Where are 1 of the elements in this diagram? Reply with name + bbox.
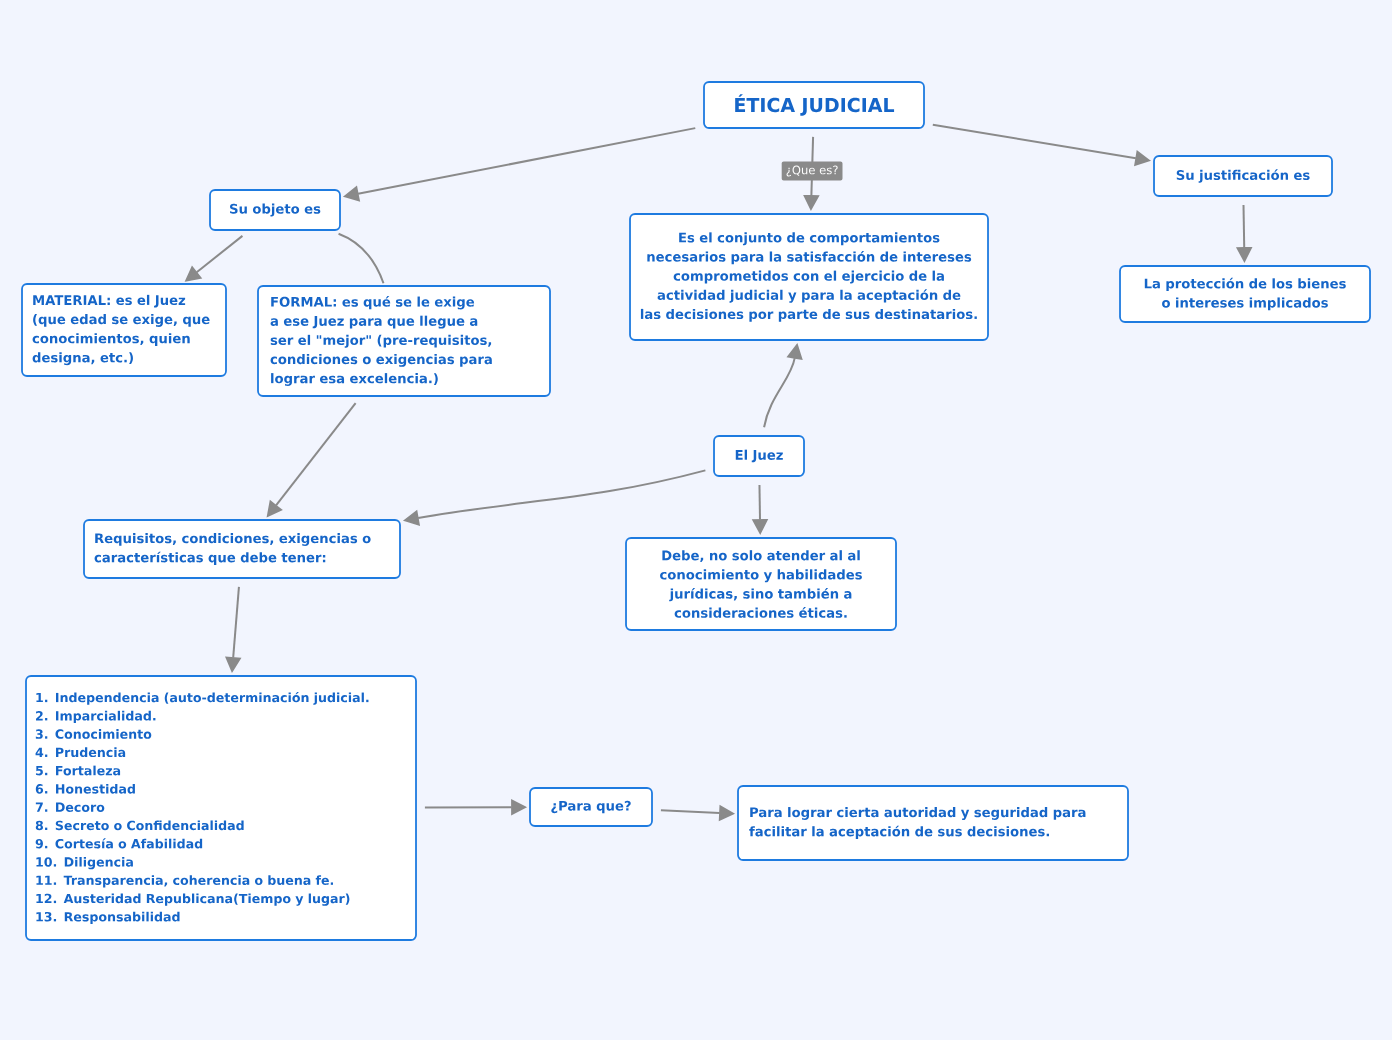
title-box: ÉTICA JUDICIAL (703, 81, 925, 129)
